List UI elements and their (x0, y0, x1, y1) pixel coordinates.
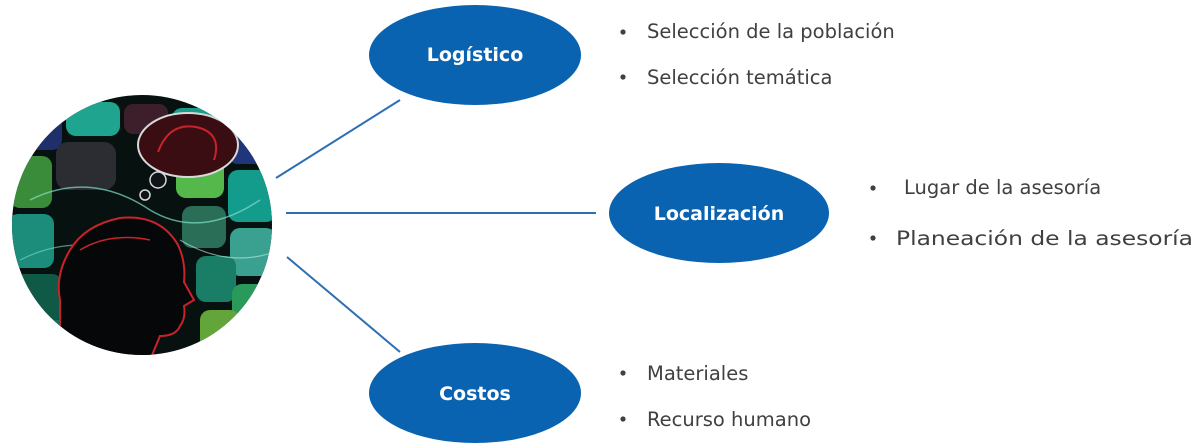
bullet-icon (620, 416, 626, 422)
node-costos (369, 343, 581, 443)
node-localizacion (609, 163, 829, 263)
branch-localizacion: Localización Lugar de la asesoría Planea… (609, 163, 1193, 263)
node-logistico (369, 5, 581, 105)
connector-line-costos (286, 256, 401, 353)
bullet-icon (620, 29, 626, 35)
bullet-item: Materiales (647, 362, 748, 385)
node-label: Localización (654, 203, 785, 225)
bullet-icon (870, 185, 876, 191)
bullet-icon (620, 370, 626, 376)
head-illustration-icon (12, 95, 272, 355)
connector-line-logistico (275, 99, 401, 179)
bullet-item: Planeación de la asesoría (896, 227, 1193, 250)
branch-logistico: Logístico Selección de la población Sele… (369, 5, 895, 105)
branch-costos: Costos Materiales Recurso humano (369, 343, 811, 443)
bullet-item: Lugar de la asesoría (904, 176, 1101, 199)
bullet-icon (870, 235, 876, 241)
bullet-icon (620, 74, 626, 80)
bullet-item: Selección de la población (647, 20, 895, 43)
node-label: Logístico (427, 44, 524, 66)
bullet-item: Recurso humano (647, 408, 811, 431)
bullet-item: Selección temática (647, 66, 832, 89)
node-label: Costos (439, 383, 511, 405)
